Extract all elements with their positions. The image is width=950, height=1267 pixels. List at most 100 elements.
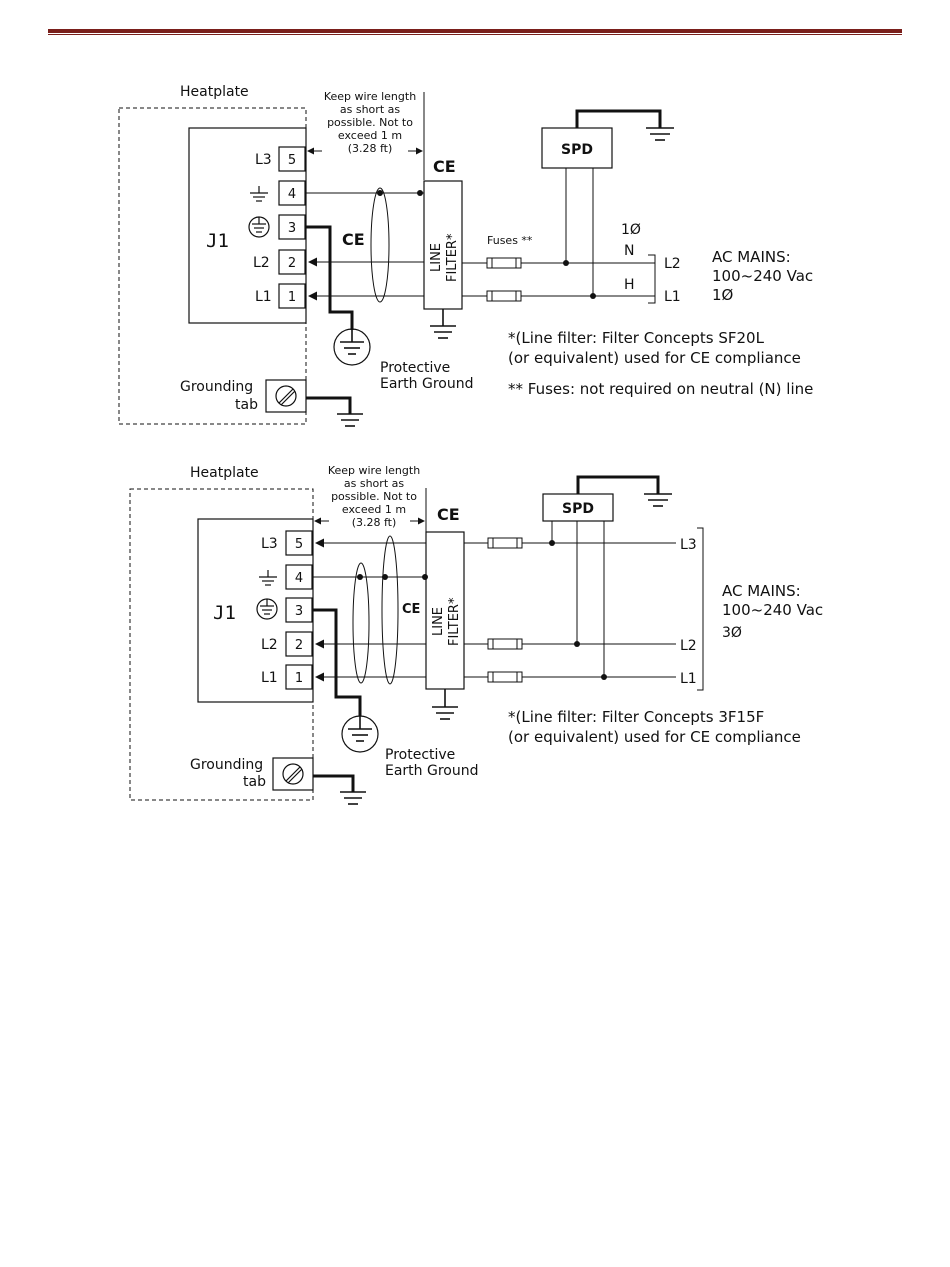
heatplate-label: Heatplate	[180, 84, 249, 100]
terminal-pin: 3	[295, 604, 303, 619]
junction-dot	[590, 293, 596, 299]
hot-label: H	[624, 277, 635, 293]
earth-label-line: Protective	[380, 360, 450, 376]
junction-dot	[422, 574, 428, 580]
terminal	[278, 180, 306, 206]
filter-note: (or equivalent) used for CE compliance	[508, 728, 801, 746]
mains-line-label: L1	[664, 289, 681, 305]
mains-title: AC MAINS:	[712, 248, 791, 266]
filter-ground-icon	[430, 309, 456, 339]
wire-note-line: as short as	[344, 477, 404, 490]
earth-ground-icon	[333, 328, 371, 366]
protective-earth-wire	[312, 608, 362, 716]
terminal-label: L3	[255, 152, 272, 168]
terminal	[278, 249, 306, 275]
junction-dot	[563, 260, 569, 266]
terminal-label: L1	[261, 670, 278, 686]
wire-length-note: Keep wire length as short as possible. N…	[307, 90, 425, 180]
filter-ground-icon	[432, 689, 458, 720]
spd-label: SPD	[561, 142, 593, 158]
junction-dot	[549, 540, 555, 546]
filter-note: (or equivalent) used for CE compliance	[508, 349, 801, 367]
chassis-ground-icon	[259, 570, 277, 586]
wire-note-line: possible. Not to	[331, 490, 417, 503]
terminal	[285, 664, 313, 690]
phase-label: 1Ø	[621, 222, 641, 238]
spd-ground-wire	[575, 109, 662, 128]
mains-line-label: L1	[680, 671, 697, 687]
grounding-tab-wire	[313, 774, 355, 792]
mains-title: 100~240 Vac	[722, 601, 823, 619]
mains-title: 3Ø	[722, 625, 742, 641]
fuse-icon	[486, 290, 522, 302]
screw-icon	[282, 763, 304, 785]
wire-note-line: (3.28 ft)	[348, 142, 393, 155]
screw-icon	[275, 385, 297, 407]
wire-note-line: Keep wire length	[324, 90, 416, 103]
chassis-ground-icon	[250, 186, 268, 202]
terminal-pin: 4	[295, 571, 303, 586]
heatplate-boundary	[118, 107, 307, 425]
terminal-block: 5 L3 4 3 2 L2 1 L1	[253, 146, 306, 309]
terminal-label: L2	[261, 637, 278, 653]
earth-label-line: Earth Ground	[385, 763, 479, 779]
spd-label: SPD	[562, 501, 594, 517]
header-rule-thin	[48, 34, 902, 35]
mains-title: 1Ø	[712, 286, 734, 304]
terminal	[285, 564, 313, 590]
heatplate-label: Heatplate	[190, 465, 259, 481]
single-phase-diagram: Heatplate J1 5 L3 4 3 2 L2 1 L1	[118, 84, 813, 427]
mains-title: 100~240 Vac	[712, 267, 813, 285]
grounding-tab-label: Grounding	[190, 757, 263, 773]
junction-dot	[417, 190, 423, 196]
fuses-label: Fuses **	[487, 234, 533, 247]
terminal	[278, 146, 306, 172]
fuse-icon	[487, 671, 523, 683]
tab-ground-icon	[340, 791, 366, 805]
junction-dot	[601, 674, 607, 680]
terminal-label: L2	[253, 255, 270, 271]
protective-earth-icon	[256, 598, 278, 620]
grounding-tab-label: Grounding	[180, 379, 253, 395]
terminal-pin: 2	[295, 638, 303, 653]
grounding-tab-label: tab	[235, 397, 258, 413]
protective-earth-wire	[306, 225, 354, 330]
earth-label-line: Earth Ground	[380, 376, 474, 392]
fuse-icon	[487, 537, 523, 549]
grounding-tab-label: tab	[243, 774, 266, 790]
connector-label: J1	[213, 602, 236, 624]
protective-earth-icon	[248, 216, 270, 238]
filter-note: *(Line filter: Filter Concepts SF20L	[508, 329, 765, 347]
terminal-pin: 1	[295, 671, 303, 686]
earth-label-line: Protective	[385, 747, 455, 763]
terminal	[285, 631, 313, 657]
spd-ground-wire	[576, 475, 660, 494]
line-filter-label-line: FILTER*	[445, 233, 460, 282]
terminal	[285, 530, 313, 556]
junction-dot	[357, 574, 363, 580]
wire-note-line: Keep wire length	[328, 464, 420, 477]
ce-mark: CE	[342, 230, 365, 249]
terminal	[278, 283, 306, 309]
terminal-pin: 1	[288, 290, 296, 305]
terminal-pin: 5	[288, 153, 296, 168]
terminal-label: L3	[261, 536, 278, 552]
terminal-pin: 4	[288, 187, 296, 202]
connector-label: J1	[206, 230, 229, 252]
header-rule-thick	[48, 29, 902, 33]
terminal-pin: 3	[288, 221, 296, 236]
cable-shield-icon	[370, 187, 390, 303]
line-filter-label-line: LINE	[429, 243, 444, 272]
terminal-pin: 5	[295, 537, 303, 552]
line-filter-label-line: LINE	[431, 607, 446, 636]
header-rule	[48, 29, 902, 36]
terminal-pin: 2	[288, 256, 296, 271]
ce-mark: CE	[402, 602, 420, 617]
fuse-note: ** Fuses: not required on neutral (N) li…	[508, 380, 813, 398]
wire-note-line: (3.28 ft)	[352, 516, 397, 529]
wire-length-note: Keep wire length as short as possible. N…	[314, 464, 427, 532]
cable-shield-icon	[381, 535, 399, 685]
mains-line-label: L2	[664, 256, 681, 272]
terminal-label: L1	[255, 289, 272, 305]
